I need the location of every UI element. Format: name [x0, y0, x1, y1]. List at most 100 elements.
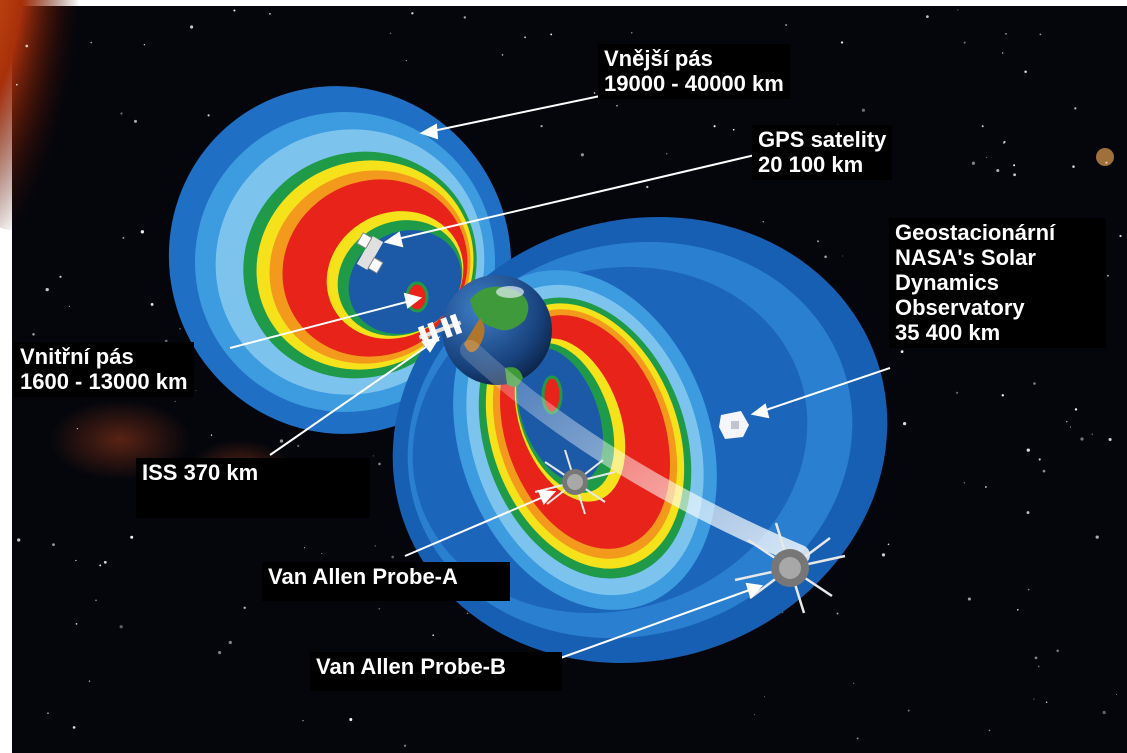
star — [72, 726, 76, 729]
star — [411, 12, 414, 15]
star — [1027, 588, 1030, 591]
van-allen-probe-b-icon — [734, 522, 846, 614]
star — [207, 114, 210, 117]
star — [732, 128, 735, 131]
label-geo: Geostacionární NASA's Solar Dynamics Obs… — [889, 218, 1106, 348]
star — [150, 302, 154, 306]
star — [25, 44, 29, 48]
star — [1039, 33, 1042, 36]
star — [907, 709, 910, 712]
star — [986, 156, 988, 159]
star — [378, 607, 381, 610]
star — [463, 16, 466, 19]
star — [75, 623, 78, 625]
star — [1026, 448, 1030, 452]
star — [1074, 408, 1078, 411]
star — [1106, 274, 1109, 277]
star — [119, 625, 123, 629]
star — [1038, 458, 1041, 461]
star — [405, 59, 408, 62]
star — [1037, 665, 1040, 668]
star — [143, 44, 146, 46]
pointer-lines — [229, 94, 891, 661]
pointer-iss — [269, 341, 434, 456]
gps-satellite-icon — [356, 232, 384, 274]
solar-dynamics-observatory-icon — [719, 411, 749, 439]
star — [45, 287, 49, 292]
star — [1066, 421, 1068, 423]
star — [956, 391, 959, 394]
star — [389, 32, 392, 35]
star — [713, 125, 716, 128]
star — [321, 553, 323, 554]
star — [646, 185, 649, 189]
label-geo-line4: Observatory — [895, 295, 1025, 320]
star — [665, 153, 668, 155]
label-inner-belt-line2: 1600 - 13000 km — [20, 369, 188, 394]
label-gps-line2: 20 100 km — [758, 152, 864, 177]
star — [243, 606, 246, 610]
star — [550, 33, 553, 36]
label-gps: GPS satelity 20 100 km — [752, 125, 893, 180]
star — [268, 12, 271, 15]
star — [75, 559, 77, 562]
star — [47, 712, 49, 714]
star — [963, 41, 966, 44]
star — [233, 9, 236, 12]
star — [1033, 698, 1035, 700]
star — [349, 718, 353, 721]
star — [836, 612, 839, 615]
star — [59, 275, 62, 278]
label-probe-a-line1: Van Allen Probe-A — [268, 564, 458, 589]
star — [1013, 164, 1016, 167]
star — [1108, 437, 1112, 442]
star — [1102, 710, 1106, 715]
star — [967, 597, 971, 601]
pointer-outer-belt — [427, 94, 606, 133]
star — [963, 482, 965, 484]
star — [90, 41, 93, 44]
star — [1091, 433, 1093, 435]
star — [1056, 649, 1060, 653]
star — [195, 390, 197, 391]
star — [1001, 52, 1004, 54]
pointer-inner-belt — [229, 299, 415, 349]
star — [88, 680, 91, 682]
star — [174, 400, 176, 402]
star — [130, 535, 134, 539]
star — [378, 462, 381, 466]
star — [1013, 173, 1016, 177]
star — [95, 599, 97, 602]
star — [856, 737, 859, 740]
star — [984, 486, 987, 488]
star — [140, 230, 145, 234]
label-outer-belt-line1: Vnější pás — [604, 46, 713, 71]
star — [824, 255, 827, 259]
star — [1080, 437, 1084, 441]
star — [68, 305, 70, 307]
star — [1016, 608, 1019, 611]
star — [762, 221, 764, 223]
star — [785, 24, 788, 26]
star — [1072, 165, 1075, 168]
star — [1026, 511, 1030, 515]
star — [190, 25, 194, 29]
star — [881, 553, 886, 557]
star — [210, 434, 213, 436]
label-probe-a: Van Allen Probe-A — [262, 562, 510, 601]
star — [1105, 161, 1108, 164]
star — [996, 168, 1000, 173]
label-outer-belt: Vnější pás 19000 - 40000 km — [598, 44, 790, 99]
star — [1069, 426, 1072, 428]
star — [1042, 469, 1046, 473]
star — [372, 455, 374, 457]
star — [501, 54, 504, 56]
star — [1034, 656, 1038, 660]
van-allen-probe-a-icon — [534, 449, 616, 515]
star — [616, 105, 618, 107]
star — [1005, 32, 1007, 35]
probe-orbit-trail — [460, 340, 810, 565]
star — [754, 714, 755, 716]
star — [76, 427, 79, 430]
